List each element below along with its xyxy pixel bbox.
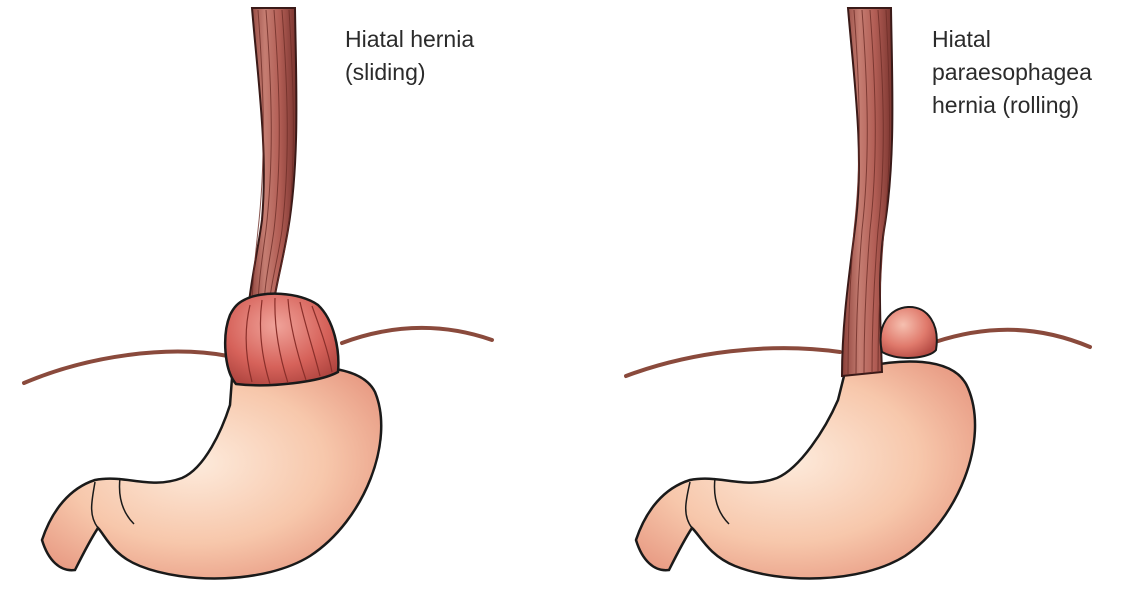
esophagus-muscle-lines xyxy=(251,9,294,311)
diaphragm-line xyxy=(624,327,1092,378)
esophagus-muscle-lines xyxy=(847,9,890,375)
duodenum-fold xyxy=(90,477,135,529)
stomach xyxy=(634,360,977,580)
diaphragm-line xyxy=(22,325,494,385)
label-rolling-line-3: hernia (rolling) xyxy=(932,92,1079,118)
duodenum-fold xyxy=(685,477,730,529)
label-rolling-line-2: paraesophagea xyxy=(932,59,1092,85)
herniated-stomach-sliding xyxy=(224,292,340,387)
label-sliding-line-1: Hiatal hernia xyxy=(345,26,474,52)
label-rolling-line-1: Hiatal xyxy=(932,26,991,52)
panel-rolling xyxy=(624,7,1092,580)
esophagus xyxy=(246,7,298,313)
panel-sliding xyxy=(22,7,494,580)
herniated-stomach-rolling xyxy=(879,305,938,359)
label-sliding: Hiatal hernia (sliding) xyxy=(345,26,481,85)
stomach xyxy=(40,366,383,580)
label-sliding-line-2: (sliding) xyxy=(345,59,426,85)
label-rolling: Hiatal paraesophagea hernia (rolling) xyxy=(932,26,1098,118)
hernia-fold-lines xyxy=(245,297,333,385)
